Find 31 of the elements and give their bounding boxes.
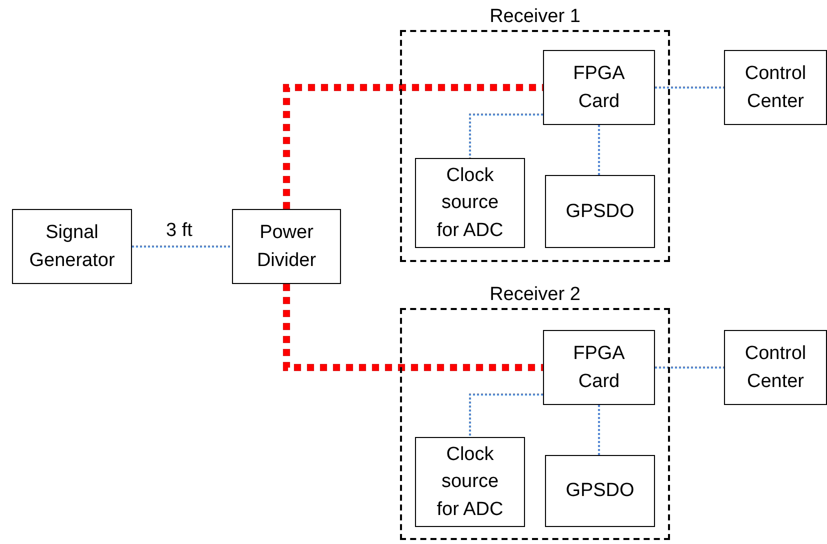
box-label: Power Divider	[256, 220, 318, 272]
connector-line	[655, 366, 724, 368]
box-label: Clock source for ADC	[436, 164, 504, 243]
process-box	[724, 50, 827, 125]
cable-line	[283, 84, 543, 209]
connector-line	[598, 125, 600, 175]
process-box	[12, 209, 132, 284]
connector-line	[598, 405, 600, 455]
process-box	[543, 50, 655, 125]
cable-line	[283, 284, 543, 371]
process-box	[545, 455, 655, 527]
group-title: Receiver 2	[488, 283, 582, 307]
box-label: GPSDO	[566, 200, 634, 224]
box-label: Signal Generator	[28, 220, 116, 272]
connector-line	[469, 114, 543, 158]
group-title: Receiver 1	[488, 5, 582, 29]
connector-line	[655, 86, 724, 88]
process-box	[543, 330, 655, 405]
process-box	[724, 330, 827, 405]
box-label: Control Center	[744, 342, 808, 394]
box-label: Clock source for ADC	[436, 442, 504, 522]
box-label: FPGA Card	[572, 342, 626, 394]
box-label: Control Center	[744, 62, 808, 114]
process-box	[232, 209, 341, 284]
connector-line	[132, 246, 232, 248]
connector-line	[469, 394, 543, 437]
box-label: FPGA Card	[572, 62, 626, 114]
process-box	[415, 158, 525, 248]
box-label: GPSDO	[566, 479, 634, 504]
process-box	[545, 175, 655, 248]
process-box	[415, 437, 525, 527]
